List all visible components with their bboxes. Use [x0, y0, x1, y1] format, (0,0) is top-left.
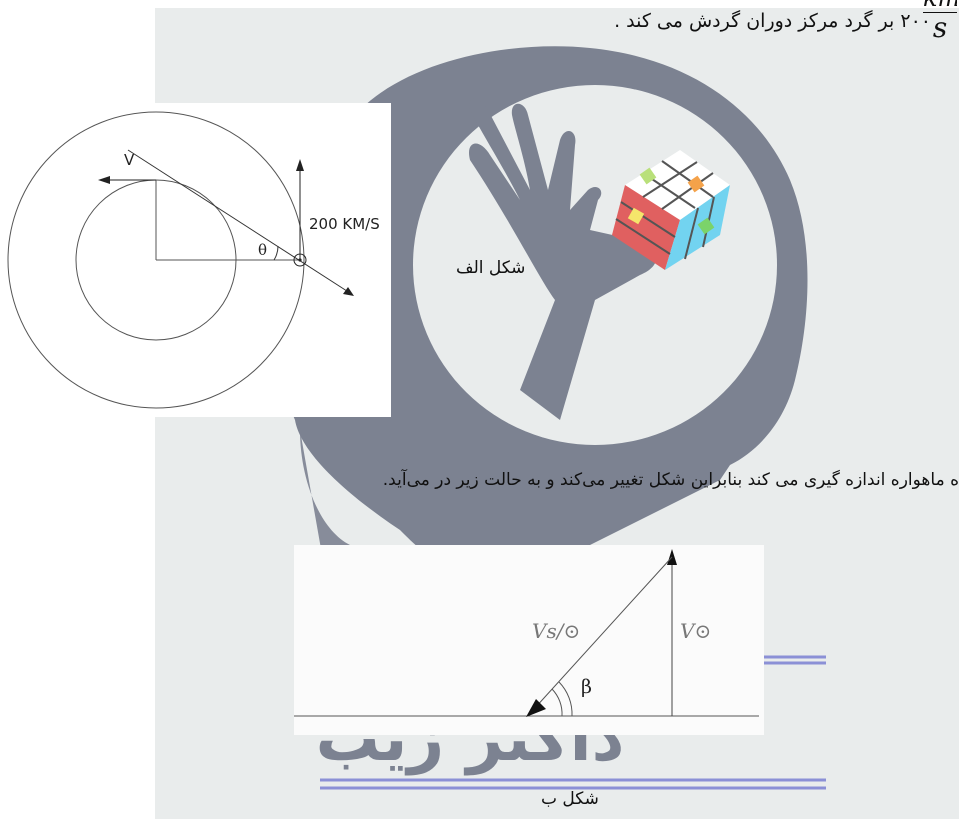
angle-arc — [273, 245, 279, 261]
label-v: V — [124, 151, 135, 169]
figure-a-caption: شکل الف — [456, 258, 526, 278]
vs-vector — [533, 556, 673, 710]
label-vs: Vs/⊙ — [532, 619, 580, 643]
figure-b-diagram: β Vs/⊙ V⊙ — [294, 549, 759, 717]
top-text-line: ۲۰۰ بر گرد مرکز دوران گردش می کند . — [614, 10, 931, 32]
beta-arc — [551, 688, 563, 717]
middle-text-line: ه ماهواره اندازه گیری می کند بنابراین شک… — [382, 470, 959, 490]
figure-b-caption: شکل ب — [541, 789, 599, 809]
sun-symbol — [293, 253, 307, 267]
figure-a-diagram: V 200 KM/S θ — [7, 111, 380, 409]
figure-b: β Vs/⊙ V⊙ — [294, 545, 764, 735]
label-speed: 200 KM/S — [309, 215, 380, 233]
outer-orbit-circle — [7, 111, 305, 409]
label-v-sun: V⊙ — [680, 619, 711, 643]
line-of-sight — [127, 149, 351, 294]
fraction-denominator: s — [932, 11, 948, 44]
rubiks-cube-icon — [612, 150, 730, 270]
figure-a: V 200 KM/S θ — [0, 103, 391, 417]
unit-fraction: km s — [923, 0, 957, 43]
top-line-text: بر گرد مرکز دوران گردش می کند . — [614, 10, 895, 32]
label-beta: β — [581, 676, 592, 698]
fraction-numerator: km — [923, 0, 957, 13]
label-theta: θ — [258, 241, 267, 259]
top-line-value: ۲۰۰ — [900, 10, 931, 32]
